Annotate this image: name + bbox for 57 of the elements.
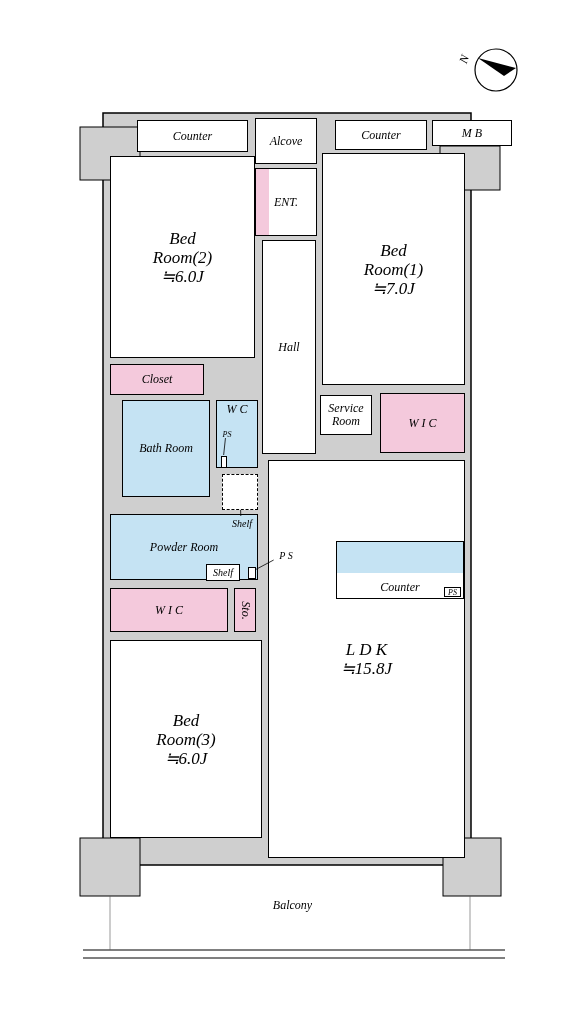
room-label: Counter	[361, 128, 401, 142]
room-label: ≒6.0J	[164, 748, 208, 768]
room-label: PS	[448, 587, 457, 597]
room-label: W I C	[408, 416, 437, 430]
room-label: Counter	[172, 129, 213, 143]
room-label: Counter	[380, 581, 420, 594]
bedroom	[110, 640, 262, 838]
storage	[234, 588, 256, 632]
leader-line	[223, 437, 226, 456]
room-label: ≒6.0J	[161, 266, 204, 286]
room-label: W C	[226, 403, 248, 416]
north-label: N	[455, 52, 473, 66]
powder-room	[110, 514, 258, 580]
room-label: Service Room	[327, 402, 365, 428]
entrance-area	[255, 168, 317, 236]
room-label: Balcony	[272, 898, 313, 912]
kitchen-counter	[336, 541, 464, 599]
counter-area	[137, 120, 248, 152]
pipe-shaft	[248, 567, 256, 579]
bedroom	[110, 156, 255, 358]
room-label: Shelf	[232, 517, 252, 529]
room-label: Bed Room(3)	[155, 710, 217, 749]
shelf	[206, 564, 240, 581]
hall-area	[262, 240, 316, 454]
room-label: Powder Room	[149, 540, 219, 554]
room-label: W I C	[155, 603, 183, 617]
room-label: M B	[461, 126, 483, 140]
room-label: Bed Room(1)	[362, 240, 425, 279]
leader-line	[254, 559, 275, 571]
walk-in-closet	[110, 588, 228, 632]
room-label: ENT.	[273, 195, 299, 209]
room-label: Sto.	[238, 600, 252, 620]
room-label: PS	[222, 429, 232, 439]
living-dining-kitchen	[268, 460, 465, 858]
room-label: ≒7.0J	[372, 278, 415, 298]
service-room	[320, 395, 372, 435]
room-label: P S	[279, 549, 293, 561]
room-label: Shelf	[213, 567, 233, 578]
shelf-box	[222, 474, 258, 510]
alcove-area	[255, 118, 317, 164]
walk-in-closet	[380, 393, 465, 453]
meter-box	[432, 120, 512, 146]
bedroom	[322, 153, 465, 385]
room-label: ≒15.8J	[340, 659, 393, 678]
closet	[110, 364, 204, 395]
room-label: Alcove	[269, 134, 303, 148]
bath-room	[122, 400, 210, 497]
room-label: Closet	[141, 373, 173, 386]
toilet-room	[216, 400, 258, 468]
room-label: Hall	[278, 341, 300, 354]
room-label: Bath Room	[139, 442, 193, 455]
pipe-shaft	[444, 587, 461, 597]
counter-area	[335, 120, 427, 150]
leader-line	[240, 509, 242, 517]
pipe-shaft	[221, 456, 227, 468]
room-label: L D K	[345, 640, 388, 659]
room-label: Bed Room(2)	[151, 228, 214, 267]
